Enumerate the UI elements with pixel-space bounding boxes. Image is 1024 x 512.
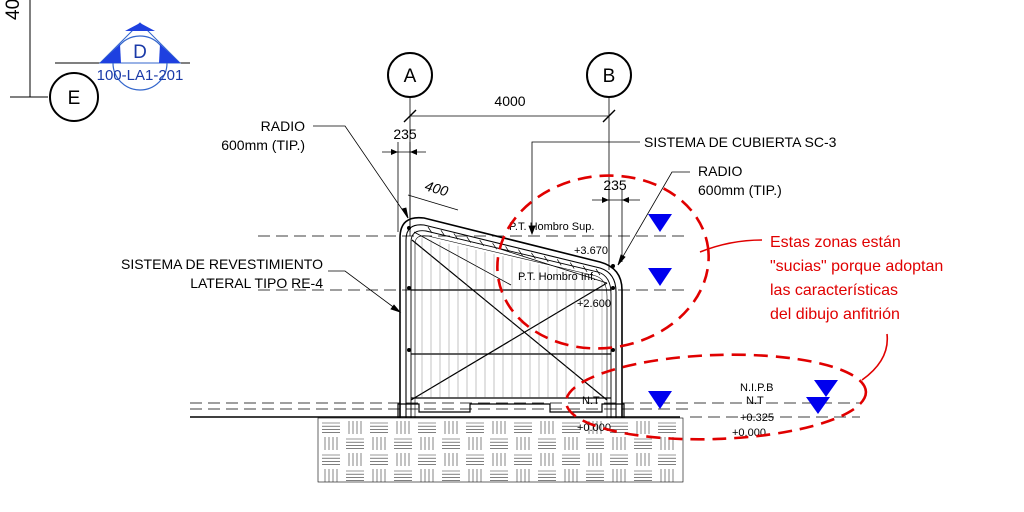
level-hombro-inf-label: P.T. Hombro Inf.	[518, 271, 596, 283]
level-nipb-label: N.I.P.B	[740, 382, 773, 394]
radio-left-line2: 600mm (TIP.)	[221, 137, 305, 153]
cladding-line1: SISTEMA DE REVESTIMIENTO	[121, 256, 323, 272]
level-nt-right-label: N.T	[746, 395, 764, 407]
dim-4000-label: 4000	[494, 93, 525, 109]
radio-right-line1: RADIO	[698, 163, 742, 179]
radio-right-line2: 600mm (TIP.)	[698, 182, 782, 198]
annotation-line-3: las características	[770, 282, 898, 299]
label-roof-system: SISTEMA DE CUBIERTA SC-3	[644, 134, 837, 150]
annotation-note: Estas zonas están "sucias" porque adopta…	[770, 234, 943, 323]
grid-bubble-e: E	[49, 72, 99, 122]
annotation-line-2: "sucias" porque adoptan	[770, 258, 943, 275]
level-hombro-sup-label: P.T. Hombro Sup.	[509, 221, 594, 233]
red-ellipse-lower	[564, 353, 868, 441]
cladding-line2: LATERAL TIPO RE-4	[190, 275, 323, 291]
annotation-line-4: del dibujo anfitrión	[770, 306, 900, 323]
section-mark-letter: D	[133, 42, 147, 63]
ground-hatch	[317, 417, 684, 483]
level-nipb-value: +0.325	[740, 412, 774, 424]
red-callout-leaders	[699, 239, 889, 381]
dim-400-label: 400	[423, 178, 450, 200]
level-marker-nipb	[814, 380, 838, 397]
red-callout-clouds	[496, 174, 868, 441]
level-nt-label: N.T	[582, 395, 600, 407]
leader-cladding	[328, 270, 402, 313]
top-left-dimension: 40	[3, 0, 48, 98]
level-nt-value: +0.000	[577, 422, 611, 434]
dimension-235-left: 235	[382, 126, 426, 232]
grid-a-label: A	[404, 66, 417, 87]
leader-radio-left	[313, 125, 409, 219]
level-hombro-sup-value: +3.670	[574, 245, 608, 257]
level-hombro-inf-value: +2.600	[577, 298, 611, 310]
level-markers	[648, 214, 838, 414]
level-marker-hombro-inf	[648, 268, 672, 286]
level-marker-nt	[648, 391, 672, 409]
red-ellipse-upper	[496, 174, 710, 350]
grid-bubble-b: B	[586, 52, 632, 98]
radio-left-line1: RADIO	[261, 118, 305, 134]
frame-structure	[397, 216, 625, 418]
leader-roof-system	[528, 141, 640, 236]
grid-b-label: B	[603, 66, 616, 87]
level-marker-nt-right	[806, 397, 830, 414]
grid-bubble-a: A	[387, 52, 433, 98]
grid-e-label: E	[68, 88, 81, 109]
level-marker-hombro-sup	[648, 214, 672, 232]
dim-235-left-label: 235	[393, 126, 417, 142]
dim-40-label: 40	[3, 0, 24, 20]
dimension-4000: 4000	[403, 93, 616, 123]
section-mark-sheet: 100-LA1-201	[97, 67, 184, 84]
section-mark-d: D 100-LA1-201	[55, 22, 190, 91]
annotation-line-1: Estas zonas están	[770, 234, 901, 251]
dimension-235-right: 235	[592, 177, 640, 262]
dimension-400: 400	[407, 178, 459, 211]
leader-radio-right	[617, 171, 690, 266]
dim-235-right-label: 235	[603, 177, 627, 193]
